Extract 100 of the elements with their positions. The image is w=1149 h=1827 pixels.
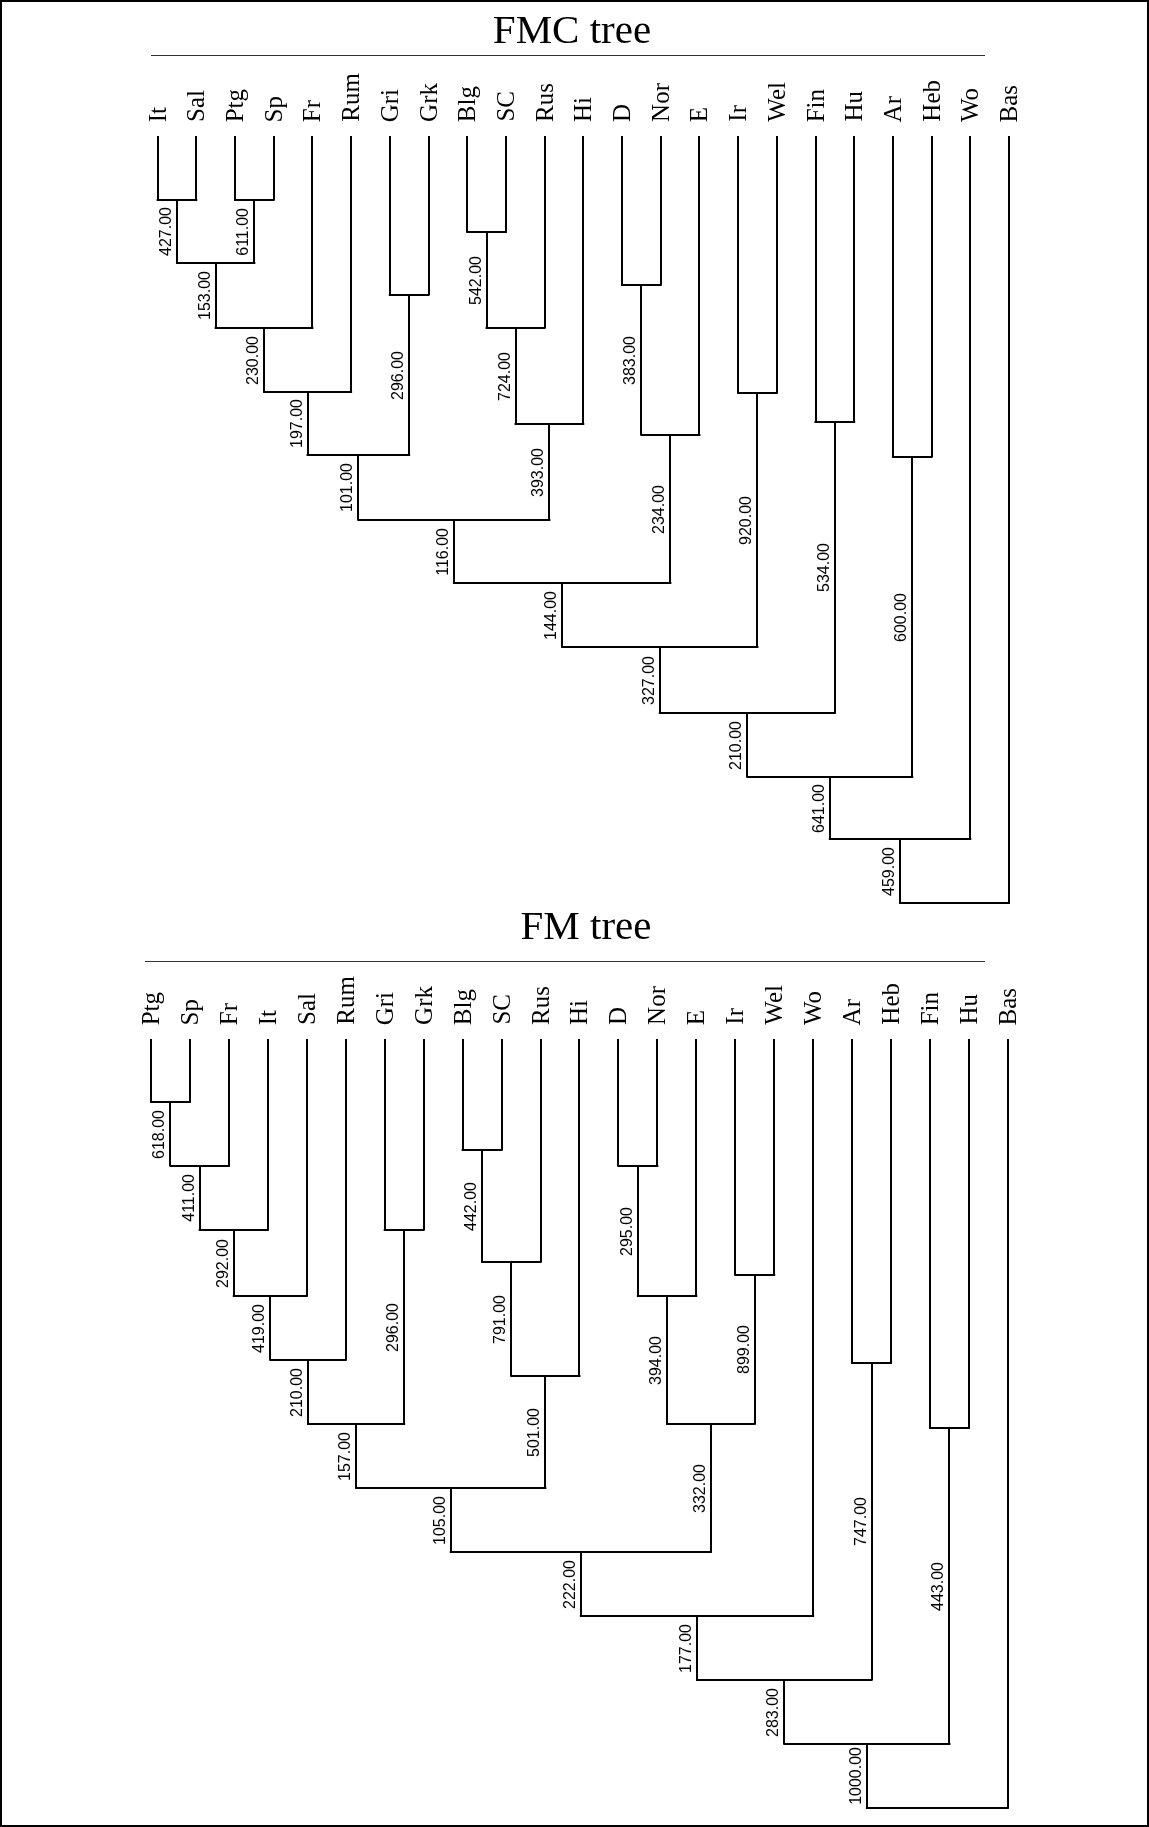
branch-line [496,328,517,424]
leaf-label: It [254,1009,281,1025]
branch-value: 292.00 [214,1238,231,1288]
branch-value: 791.00 [492,1294,509,1344]
branch-line [658,712,749,714]
leaf-label: Wo [800,990,827,1025]
branch-line [640,647,661,713]
leaf-label: Bas [994,987,1021,1025]
branch-line [467,232,488,328]
branch-line [561,1552,582,1616]
leaf-label: Ir [725,105,752,122]
leaf-label: Hi [566,1000,593,1025]
branch-line [618,1166,639,1296]
branch-line [151,1102,172,1166]
leaf-label: SC [488,994,515,1025]
branch-line [253,199,275,201]
branch-line [579,1551,712,1553]
branch-line [466,231,488,233]
branch-line [485,231,507,233]
branch-line [307,1423,358,1425]
branch-line [765,1680,786,1744]
branch-line [510,1375,547,1377]
branch-value: 611.00 [235,207,252,256]
branch-value: 332.00 [691,1463,708,1513]
branch-line [899,838,972,840]
branch-line [815,422,836,713]
branch-line [355,1487,452,1489]
branch-value: 443.00 [930,1561,947,1611]
branch-value: 116.00 [434,527,451,576]
leaf-label: Wel [763,82,790,122]
branch-line [234,199,256,201]
branch-line [828,838,902,840]
branch-value: 724.00 [496,351,513,401]
branch-line [544,1375,581,1377]
branch-line [150,1101,172,1103]
branch-value: 101.00 [339,463,356,512]
branch-line [383,1229,406,1231]
branch-line [355,1423,406,1425]
branch-value: 295.00 [618,1206,635,1256]
branch-line [833,421,856,423]
branch-line [452,582,564,584]
branch-line [728,713,749,777]
branch-line [232,1229,269,1231]
branch-line [251,1296,272,1360]
leaf-label: Gri [371,991,398,1025]
leaf-label: Ir [722,1008,749,1025]
branch-value: 618.00 [151,1109,168,1159]
branch-line [385,1230,406,1424]
branch-value: 747.00 [852,1497,869,1546]
branch-line [666,1295,698,1297]
branch-line [669,434,701,436]
leaf-label: Sp [176,998,203,1025]
branch-line [390,295,411,455]
branch-line [651,435,672,583]
branch-line [485,327,517,329]
branch-line [753,1274,776,1276]
branch-line [783,1743,868,1745]
branch-line [510,1261,542,1263]
branch-line [828,776,914,778]
branch-line [245,328,265,392]
branch-value: 296.00 [390,350,407,400]
branch-value: 210.00 [289,1367,305,1417]
branch-value: 283.00 [765,1687,782,1737]
branch-line [269,1295,308,1297]
leaf-label: D [609,103,635,122]
leaf-label: Hi [570,97,597,122]
leaf-label: Gri [376,88,403,122]
branch-line [526,1376,547,1488]
branch-line [357,519,455,521]
branch-line [930,1428,951,1744]
branch-value: 920.00 [738,495,755,545]
branch-line [881,839,902,903]
branch-line [337,1424,358,1488]
branch-line [214,1230,235,1296]
leaf-label: Fin [802,88,829,122]
leaf-label: Ar [879,95,906,122]
branch-line [175,199,198,201]
branch-value: 534.00 [815,543,832,592]
leaf-label: It [144,106,171,122]
branch-line [232,1295,272,1297]
branch-line [198,1229,235,1231]
branch-line [463,1150,484,1262]
branch-line [514,327,546,329]
branch-line [492,1262,513,1376]
branch-line [746,776,831,778]
branch-line [911,456,933,458]
branch-line [339,455,360,520]
branch-line [735,1275,756,1424]
branch-line [408,294,430,296]
branch-line [658,646,759,648]
leaf-label: E [686,106,713,122]
branch-value: 501.00 [526,1407,543,1457]
branch-value: 459.00 [881,846,898,896]
branch-line [461,1149,484,1151]
leaf-label: Wel [761,985,788,1025]
branch-line [617,1165,639,1167]
branch-line [899,902,1010,904]
branch-line [893,457,914,777]
branch-line [865,1807,1009,1809]
tree-title: FM tree [520,903,652,947]
